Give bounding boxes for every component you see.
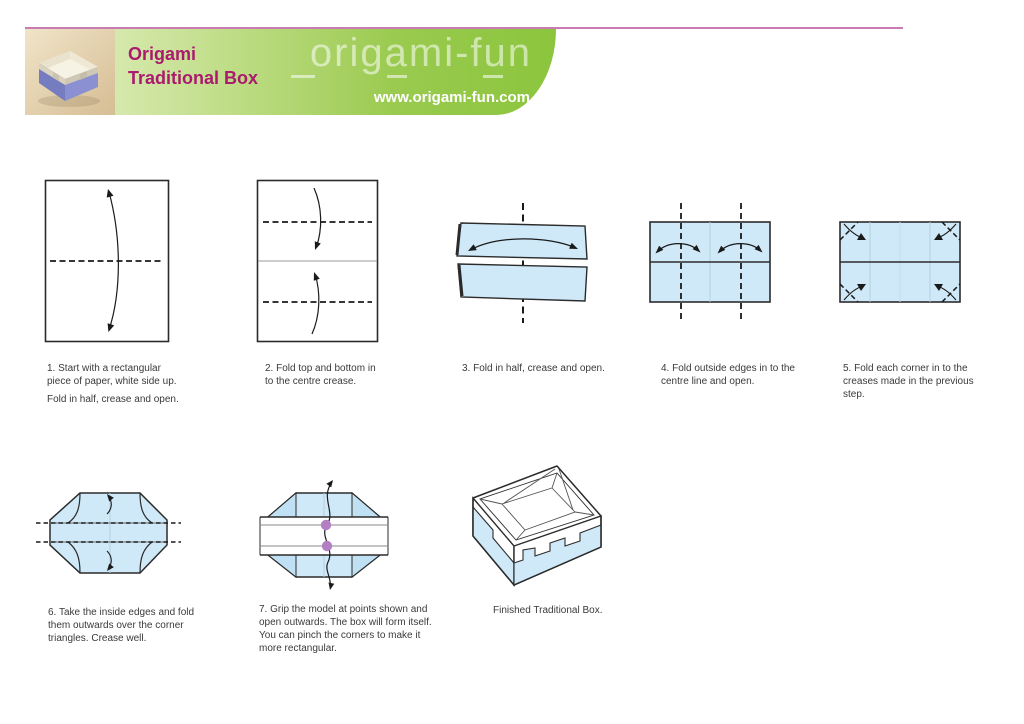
- site-logo: origami-fun: [309, 31, 532, 75]
- bottom-flap-spine: [457, 264, 464, 297]
- finished-box-diagram: [472, 465, 602, 587]
- step2-caption: 2. Fold top and bottom in to the centre …: [265, 363, 376, 387]
- top-flap-spine: [455, 223, 462, 256]
- inner-flap-line: [503, 468, 556, 504]
- model-outline: [49, 492, 168, 574]
- arrowhead: [692, 244, 701, 253]
- step1-caption: 1. Start with a rectangular piece of pap…: [47, 363, 177, 387]
- corner-triangle-br: [351, 554, 382, 579]
- step4-diagram-fold-edges-to-centre: [649, 203, 771, 320]
- finished-caption: Finished Traditional Box.: [493, 605, 603, 616]
- header-accent-line: [25, 27, 903, 29]
- grip-point-dot: [321, 540, 333, 552]
- header-banner: Origami Traditional Box origami-fun www.…: [25, 29, 556, 115]
- fold-open-arrow: [469, 238, 577, 251]
- inner-edge-line: [67, 492, 81, 524]
- page-title-line2: Traditional Box: [128, 68, 259, 89]
- step7-diagram-grip-and-open: [259, 480, 389, 590]
- step6-caption: 6. Take the inside edges and fold them o…: [48, 607, 195, 644]
- arrowhead-down: [107, 563, 114, 571]
- arrowhead-down: [107, 323, 115, 332]
- step3-caption: 3. Fold in half, crease and open.: [462, 363, 605, 374]
- step4-caption: 4. Fold outside edges in to the centre l…: [661, 363, 795, 387]
- page-title: Origami Traditional Box: [128, 42, 258, 91]
- origami-box-photo: [25, 29, 115, 115]
- corner-dashed-bl: [839, 283, 859, 303]
- arrowhead-right: [569, 242, 578, 249]
- arrowhead: [857, 233, 866, 240]
- inner-flap-line: [558, 468, 574, 511]
- corner-triangle-tr: [351, 491, 382, 518]
- arrowhead-down: [314, 241, 321, 250]
- page-title-line1: Origami: [128, 44, 197, 64]
- arrowhead-up: [106, 189, 114, 198]
- inner-edge-line: [139, 541, 153, 574]
- inner-corner-edge: [551, 472, 558, 489]
- step2-diagram-fold-to-centre: [256, 179, 379, 343]
- step1-diagram-fold-in-half: [44, 179, 170, 343]
- inner-edge-line: [67, 541, 81, 574]
- inner-corner-edge: [479, 498, 503, 505]
- box-silhouette: [472, 465, 602, 586]
- corner-dashed-br: [941, 283, 961, 303]
- arrowhead-left: [468, 244, 477, 251]
- arrowhead-up: [313, 272, 320, 281]
- inner-corner-edge: [515, 529, 526, 541]
- corner-triangle-bl: [266, 554, 297, 579]
- arrowhead-up: [326, 480, 333, 488]
- step1-note: Fold in half, crease and open.: [47, 394, 179, 405]
- arrowhead-down: [328, 582, 335, 590]
- grip-point-dot: [320, 519, 332, 531]
- top-flap: [456, 222, 588, 260]
- arrowhead: [934, 233, 943, 240]
- logo-underline: [483, 75, 503, 78]
- inner-corner-edge: [574, 511, 595, 516]
- logo-underline: [291, 75, 315, 78]
- arrowhead-up: [107, 494, 114, 502]
- step7-caption: 7. Grip the model at points shown and op…: [259, 604, 432, 654]
- arrowhead: [934, 284, 943, 291]
- step6-diagram-fold-edges-outwards: [36, 492, 181, 574]
- arrowhead: [754, 244, 763, 253]
- fold-arrow: [108, 191, 119, 331]
- step5-diagram-fold-corners: [839, 221, 961, 303]
- corner-dashed-tl: [839, 221, 859, 241]
- corner-dashed-tr: [941, 221, 961, 241]
- arrowhead: [717, 245, 726, 254]
- bottom-flap: [457, 263, 588, 302]
- inner-edge-line: [139, 492, 153, 524]
- step3-diagram-fold-in-half-open: [455, 203, 588, 323]
- step5-caption: 5. Fold each corner in to the creases ma…: [843, 363, 974, 400]
- corner-triangle-tl: [266, 491, 297, 518]
- arrowhead: [655, 245, 664, 254]
- arrowhead: [857, 284, 866, 291]
- site-url: www.origami-fun.com: [373, 89, 530, 106]
- logo-underline: [387, 75, 407, 78]
